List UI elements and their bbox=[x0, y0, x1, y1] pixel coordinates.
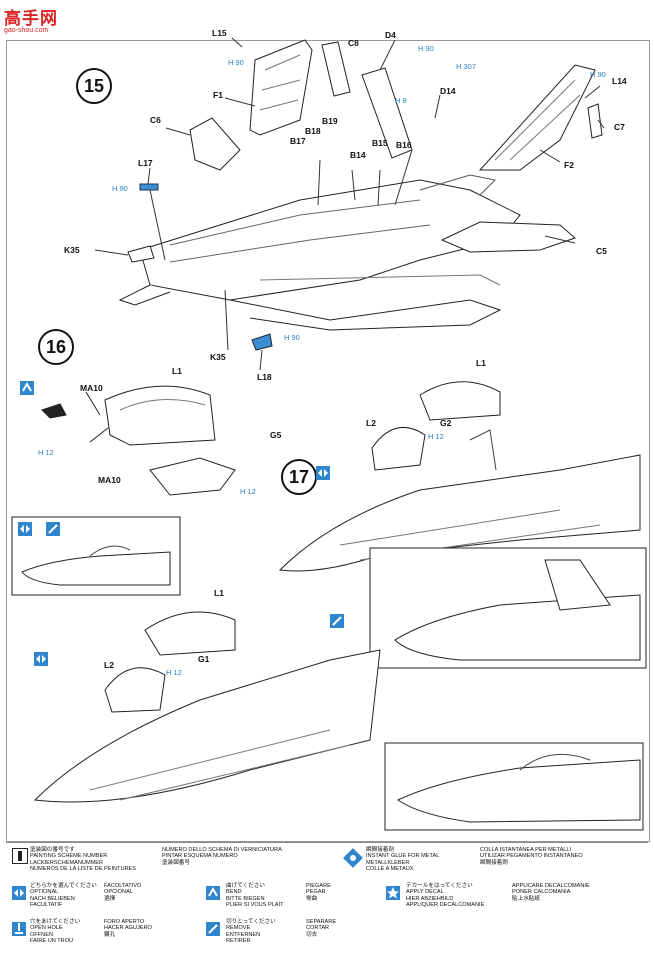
step15-tail-f2 bbox=[478, 64, 596, 171]
color-h307: H 307 bbox=[456, 62, 477, 71]
label-ma10-bottom: MA10 bbox=[98, 475, 121, 485]
legend-glue: 瞬間接着剤 INSTANT GLUE FOR METAL METALLKLEBE… bbox=[366, 847, 440, 873]
label-f2: F2 bbox=[564, 160, 574, 170]
part-c5-shape bbox=[440, 221, 576, 253]
legend-optional: どちらかを選んでください OPTIONAL NACH BELIEBEN FACU… bbox=[30, 883, 97, 909]
color-h12-g2: H 12 bbox=[428, 432, 444, 441]
step-17-number: 17 bbox=[281, 459, 317, 495]
legend-bend: 曲げてください BEND BITTE BIEGEN PLIER SI VOUS … bbox=[226, 883, 284, 909]
label-l1-step16: L1 bbox=[172, 366, 182, 376]
step-15-number: 15 bbox=[76, 68, 112, 104]
decal-icon-inset16 bbox=[46, 522, 60, 536]
remove-icon bbox=[206, 922, 220, 936]
label-b15: B15 bbox=[372, 138, 388, 148]
legend-decal-alt: APPLICARE DECALCOMANIE PONER CALCOMANIA … bbox=[512, 883, 590, 902]
open-hole-icon bbox=[12, 922, 26, 936]
color-h90-d4: H 90 bbox=[418, 44, 434, 53]
label-l2-alt: L2 bbox=[104, 660, 114, 670]
legend-remove-alt: SEPARARE CORTAR 切去 bbox=[306, 919, 337, 938]
color-h8: H 8 bbox=[395, 96, 407, 105]
step15-fuselage bbox=[118, 174, 521, 331]
label-l15: L15 bbox=[212, 28, 227, 38]
step17-fuselage bbox=[278, 381, 641, 572]
optional-icon bbox=[12, 886, 26, 900]
label-d4: D4 bbox=[385, 30, 396, 40]
step15-tail-f1 bbox=[249, 39, 313, 136]
decal-icon-alt bbox=[330, 614, 344, 628]
step16-inset-jet bbox=[21, 545, 171, 586]
label-l18: L18 bbox=[257, 372, 272, 382]
legend-decal: デカールをはってください APPLY DECAL HIER ABZIEHBILD… bbox=[406, 883, 485, 909]
label-k35-a: K35 bbox=[64, 245, 80, 255]
color-h12-g1: H 12 bbox=[166, 668, 182, 677]
legend-painting-alt: NUMERO DELLO SCHEMA DI VERNICIATURA PINT… bbox=[162, 847, 282, 866]
legend-optional-alt: FACOLTATIVO OPCIONAL 選擇 bbox=[104, 883, 142, 902]
label-d14: D14 bbox=[440, 86, 456, 96]
instant-glue-icon bbox=[343, 848, 363, 868]
legend-glue-alt: COLLA ISTANTANEA PER METALLI UTILIZAR PE… bbox=[480, 847, 583, 866]
optional-icon-inset16 bbox=[18, 522, 32, 536]
label-ma10-top: MA10 bbox=[80, 383, 103, 393]
label-c8: C8 bbox=[348, 38, 359, 48]
label-b17: B17 bbox=[290, 136, 306, 146]
step-16-number: 16 bbox=[38, 329, 74, 365]
label-g2: G2 bbox=[440, 418, 452, 428]
part-c7-shape bbox=[587, 103, 603, 139]
label-b19: B19 bbox=[322, 116, 338, 126]
label-g1: G1 bbox=[198, 654, 210, 664]
alt-fuselage bbox=[33, 611, 381, 803]
step16-canopy bbox=[41, 385, 236, 496]
color-h12-step16: H 12 bbox=[38, 448, 54, 457]
step17-inset-jet bbox=[394, 559, 641, 661]
legend-painting: 塗装図の番号です PAINTING SCHEME NUMBER LACKIERS… bbox=[30, 847, 136, 873]
legend-remove: 切りとってください REMOVE ENTFERNEN RETIRER bbox=[226, 919, 276, 945]
label-l14: L14 bbox=[612, 76, 627, 86]
label-c6: C6 bbox=[150, 115, 161, 125]
part-l18-shape bbox=[251, 333, 273, 351]
label-b16: B16 bbox=[396, 140, 412, 150]
label-l1-step17: L1 bbox=[476, 358, 486, 368]
legend-bend-alt: PIEGARE PEGAR 彎曲 bbox=[306, 883, 331, 902]
color-h90-l17: H 90 bbox=[112, 184, 128, 193]
watermark-url: gao-shou.com bbox=[4, 27, 49, 34]
optional-icon-step17 bbox=[316, 466, 330, 480]
label-k35-b: K35 bbox=[210, 352, 226, 362]
label-c5: C5 bbox=[596, 246, 607, 256]
label-b14: B14 bbox=[350, 150, 366, 160]
color-h12-g5: H 12 bbox=[240, 487, 256, 496]
part-c8-shape bbox=[321, 41, 351, 97]
legend-open: 穴をあけてください OPEN HOLE OFFNEN FAIRE UN TROU bbox=[30, 919, 81, 945]
legend bbox=[6, 842, 648, 951]
watermark-title: 高手网 bbox=[4, 9, 58, 28]
step15-leaders bbox=[94, 37, 605, 371]
label-l1-alt: L1 bbox=[214, 588, 224, 598]
label-l2-step17: L2 bbox=[366, 418, 376, 428]
color-h90-l18: H 90 bbox=[284, 333, 300, 342]
alt-inset-jet bbox=[396, 753, 641, 823]
bend-icon bbox=[206, 886, 220, 900]
painting-scheme-icon bbox=[12, 848, 28, 864]
legend-open-alt: FORO APERTO HACER AGUJERO 鑽孔 bbox=[104, 919, 152, 938]
label-c7: C7 bbox=[614, 122, 625, 132]
part-l17-shape bbox=[139, 183, 159, 191]
bend-icon-step16 bbox=[20, 381, 34, 395]
label-b18: B18 bbox=[305, 126, 321, 136]
part-k35-shape bbox=[127, 245, 155, 263]
color-h90-l14: H 90 bbox=[590, 70, 606, 79]
label-l17: L17 bbox=[138, 158, 153, 168]
part-c6-shape bbox=[189, 117, 241, 171]
optional-icon-alt bbox=[34, 652, 48, 666]
decal-icon bbox=[386, 886, 400, 900]
page-frame bbox=[6, 40, 650, 842]
watermark: 高手网 gao-shou.com bbox=[4, 4, 58, 34]
label-g5: G5 bbox=[270, 430, 282, 440]
label-f1: F1 bbox=[213, 90, 223, 100]
color-h90-l15: H 90 bbox=[228, 58, 244, 67]
